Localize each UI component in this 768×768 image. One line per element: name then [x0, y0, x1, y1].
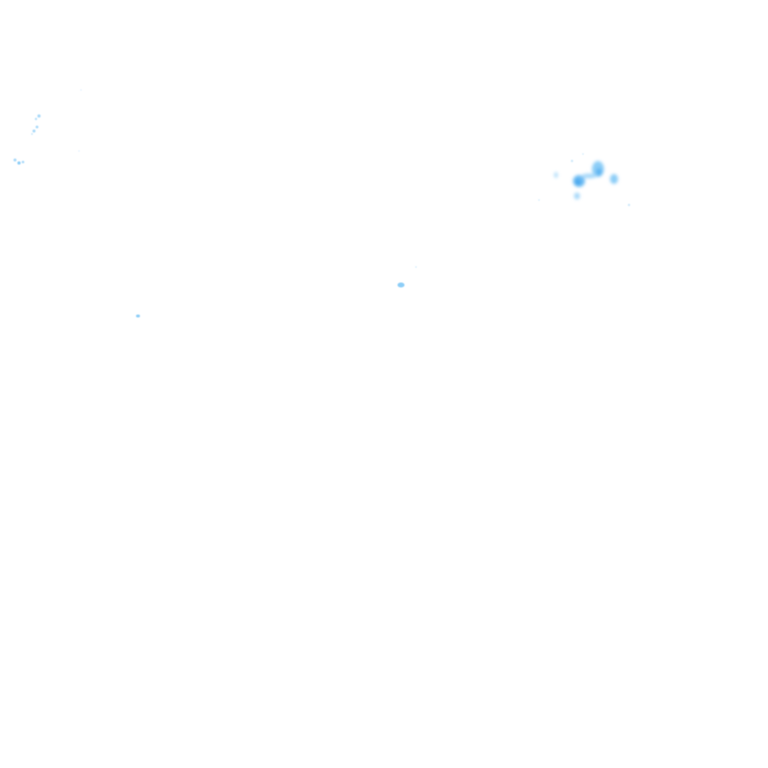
radar-echo-cluster-northeast	[554, 161, 618, 200]
radar-echo-center	[397, 266, 417, 288]
radar-echo-west	[13, 89, 82, 165]
radar-specks-northeast	[538, 153, 631, 207]
radar-echo-southwest	[136, 314, 140, 318]
